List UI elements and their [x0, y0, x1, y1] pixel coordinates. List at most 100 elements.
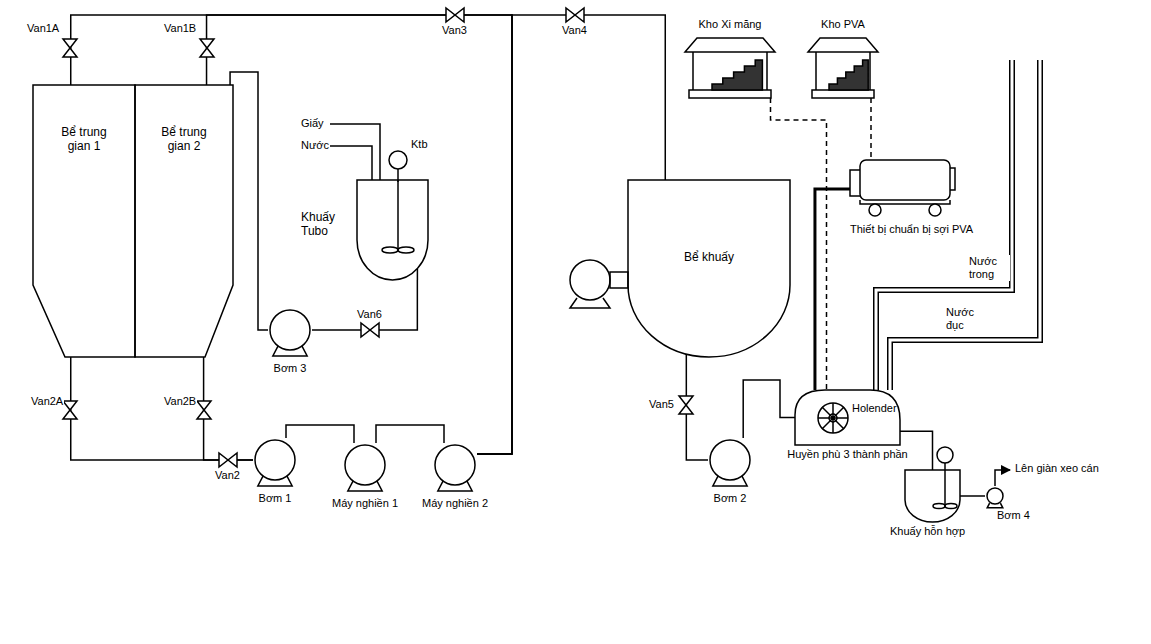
pipe-line — [71, 15, 512, 454]
equipment-note: Huyền phù 3 thành phần — [775, 448, 920, 461]
mixing-tank-outline — [628, 180, 790, 357]
feed-line — [330, 124, 380, 180]
drawing-stroke — [869, 204, 881, 216]
turbo-mixer-outline — [357, 180, 428, 280]
drawing-stroke — [686, 354, 688, 357]
drawing-stroke — [808, 38, 878, 52]
pipe-line — [204, 357, 253, 460]
drawing-stroke — [712, 60, 762, 90]
drawing-stroke — [713, 476, 747, 486]
pump-outline — [253, 438, 297, 482]
part-label: Van3 — [441, 24, 468, 37]
motor-base — [570, 298, 610, 308]
pump-outline — [708, 438, 752, 482]
drawing-stroke — [937, 447, 953, 463]
drawing-stroke — [33, 85, 135, 357]
part-label: Van5 — [648, 398, 675, 411]
grinder-outline — [343, 443, 387, 487]
drawing-stroke — [435, 445, 475, 485]
pipe-line — [230, 72, 268, 330]
pipe-line — [815, 189, 850, 390]
part-label: Van1A — [26, 22, 60, 35]
drawing-stroke — [219, 453, 237, 467]
drawing-stroke — [944, 463, 946, 506]
drawing-stroke — [929, 204, 941, 216]
drawing-stroke — [438, 481, 472, 491]
mixer-tank-outline — [905, 470, 960, 522]
pump: Bơm 1 — [253, 438, 297, 482]
drawing-stroke — [345, 445, 385, 485]
part-label: Van4 — [561, 24, 588, 37]
equipment-name: Bơm 1 — [233, 492, 317, 505]
drawing-stroke — [795, 390, 900, 445]
drawing-stroke — [829, 60, 868, 90]
drawing-stroke — [987, 488, 1003, 504]
material-feed-line — [771, 98, 827, 390]
equipment-name: Máy nghiền 2 — [413, 497, 497, 510]
drawing-stroke — [348, 481, 382, 491]
storage-shed-outline — [685, 38, 775, 98]
equipment-name: Bể khuấy — [628, 250, 790, 264]
drawing-stroke — [812, 90, 874, 98]
equipment-name: Bơm 2 — [688, 492, 772, 505]
equipment-name: Bơm 4 — [997, 509, 1030, 522]
intermediate-tank: Bể trung gian 1 — [33, 85, 135, 357]
intermediate-tank: Bể trung gian 2 — [135, 85, 233, 357]
turbo-mixer: Khuấy Tubo — [357, 180, 428, 280]
drawing-stroke — [398, 247, 414, 253]
drawing-stroke — [628, 180, 790, 357]
pipe-line — [477, 15, 665, 454]
part-label: Ktb — [410, 138, 429, 151]
part-label: Van2B — [163, 395, 197, 408]
drawing-stroke — [933, 504, 945, 509]
pipe-line — [376, 425, 444, 443]
drawing-stroke — [860, 160, 950, 200]
hollander-beater: HolenderHuyền phù 3 thành phần — [795, 390, 900, 445]
motor-flange — [610, 272, 628, 288]
storage-shed-outline — [808, 38, 878, 98]
drawing-stroke — [818, 403, 848, 433]
drawing-stroke — [200, 39, 214, 57]
output-arrow — [995, 470, 1010, 486]
fiber-preparation-cart: Thiết bị chuẩn bị sợi PVA — [850, 160, 955, 218]
pipe-line — [960, 495, 985, 497]
part-label: Van1B — [163, 22, 197, 35]
grinder: Máy nghiền 1 — [343, 443, 387, 487]
part-label: Van2 — [214, 469, 241, 482]
equipment-name: Thiết bị chuẩn bị sợi PVA — [850, 223, 973, 236]
storage-shed: Kho PVA — [808, 38, 878, 98]
part-label: Nước trong — [968, 255, 1010, 281]
pipe-line — [743, 380, 795, 438]
drawing-stroke — [860, 200, 950, 204]
drawing-stroke — [566, 8, 584, 22]
pump-outline — [268, 308, 312, 352]
drawing-stroke — [945, 504, 957, 509]
drawing-stroke — [63, 39, 77, 57]
part-label: Nước — [300, 139, 330, 152]
drawing-stroke — [446, 8, 464, 22]
equipment-name: Máy nghiền 1 — [323, 497, 407, 510]
feed-line — [330, 146, 372, 180]
pump: Bơm 2 — [708, 438, 752, 482]
drawing-stroke — [258, 476, 292, 486]
mixing-tank: Bể khuấy — [628, 180, 790, 357]
equipment-name: Kho Xi măng — [675, 18, 785, 31]
equipment-name: Khuấy hỗn hợp — [890, 525, 965, 538]
grinder: Máy nghiền 2 — [433, 443, 477, 487]
drawing-stroke — [950, 168, 955, 190]
drawing-stroke — [816, 52, 870, 90]
drawing-stroke — [135, 85, 233, 357]
pipe-line — [71, 357, 253, 460]
equipment-name: Khuấy Tubo — [301, 210, 353, 239]
drawing-stroke — [685, 38, 775, 52]
material-feed-line — [870, 98, 872, 160]
part-label: Van6 — [356, 308, 383, 321]
hollander-beater-outline — [795, 390, 900, 445]
equipment-name: Holender — [852, 402, 897, 415]
part-label: Lên giàn xeo cán — [1014, 462, 1100, 475]
drawing-stroke — [397, 180, 399, 250]
drawing-stroke — [357, 180, 428, 280]
drawing-stroke — [818, 403, 848, 433]
drawing-stroke — [417, 269, 419, 280]
